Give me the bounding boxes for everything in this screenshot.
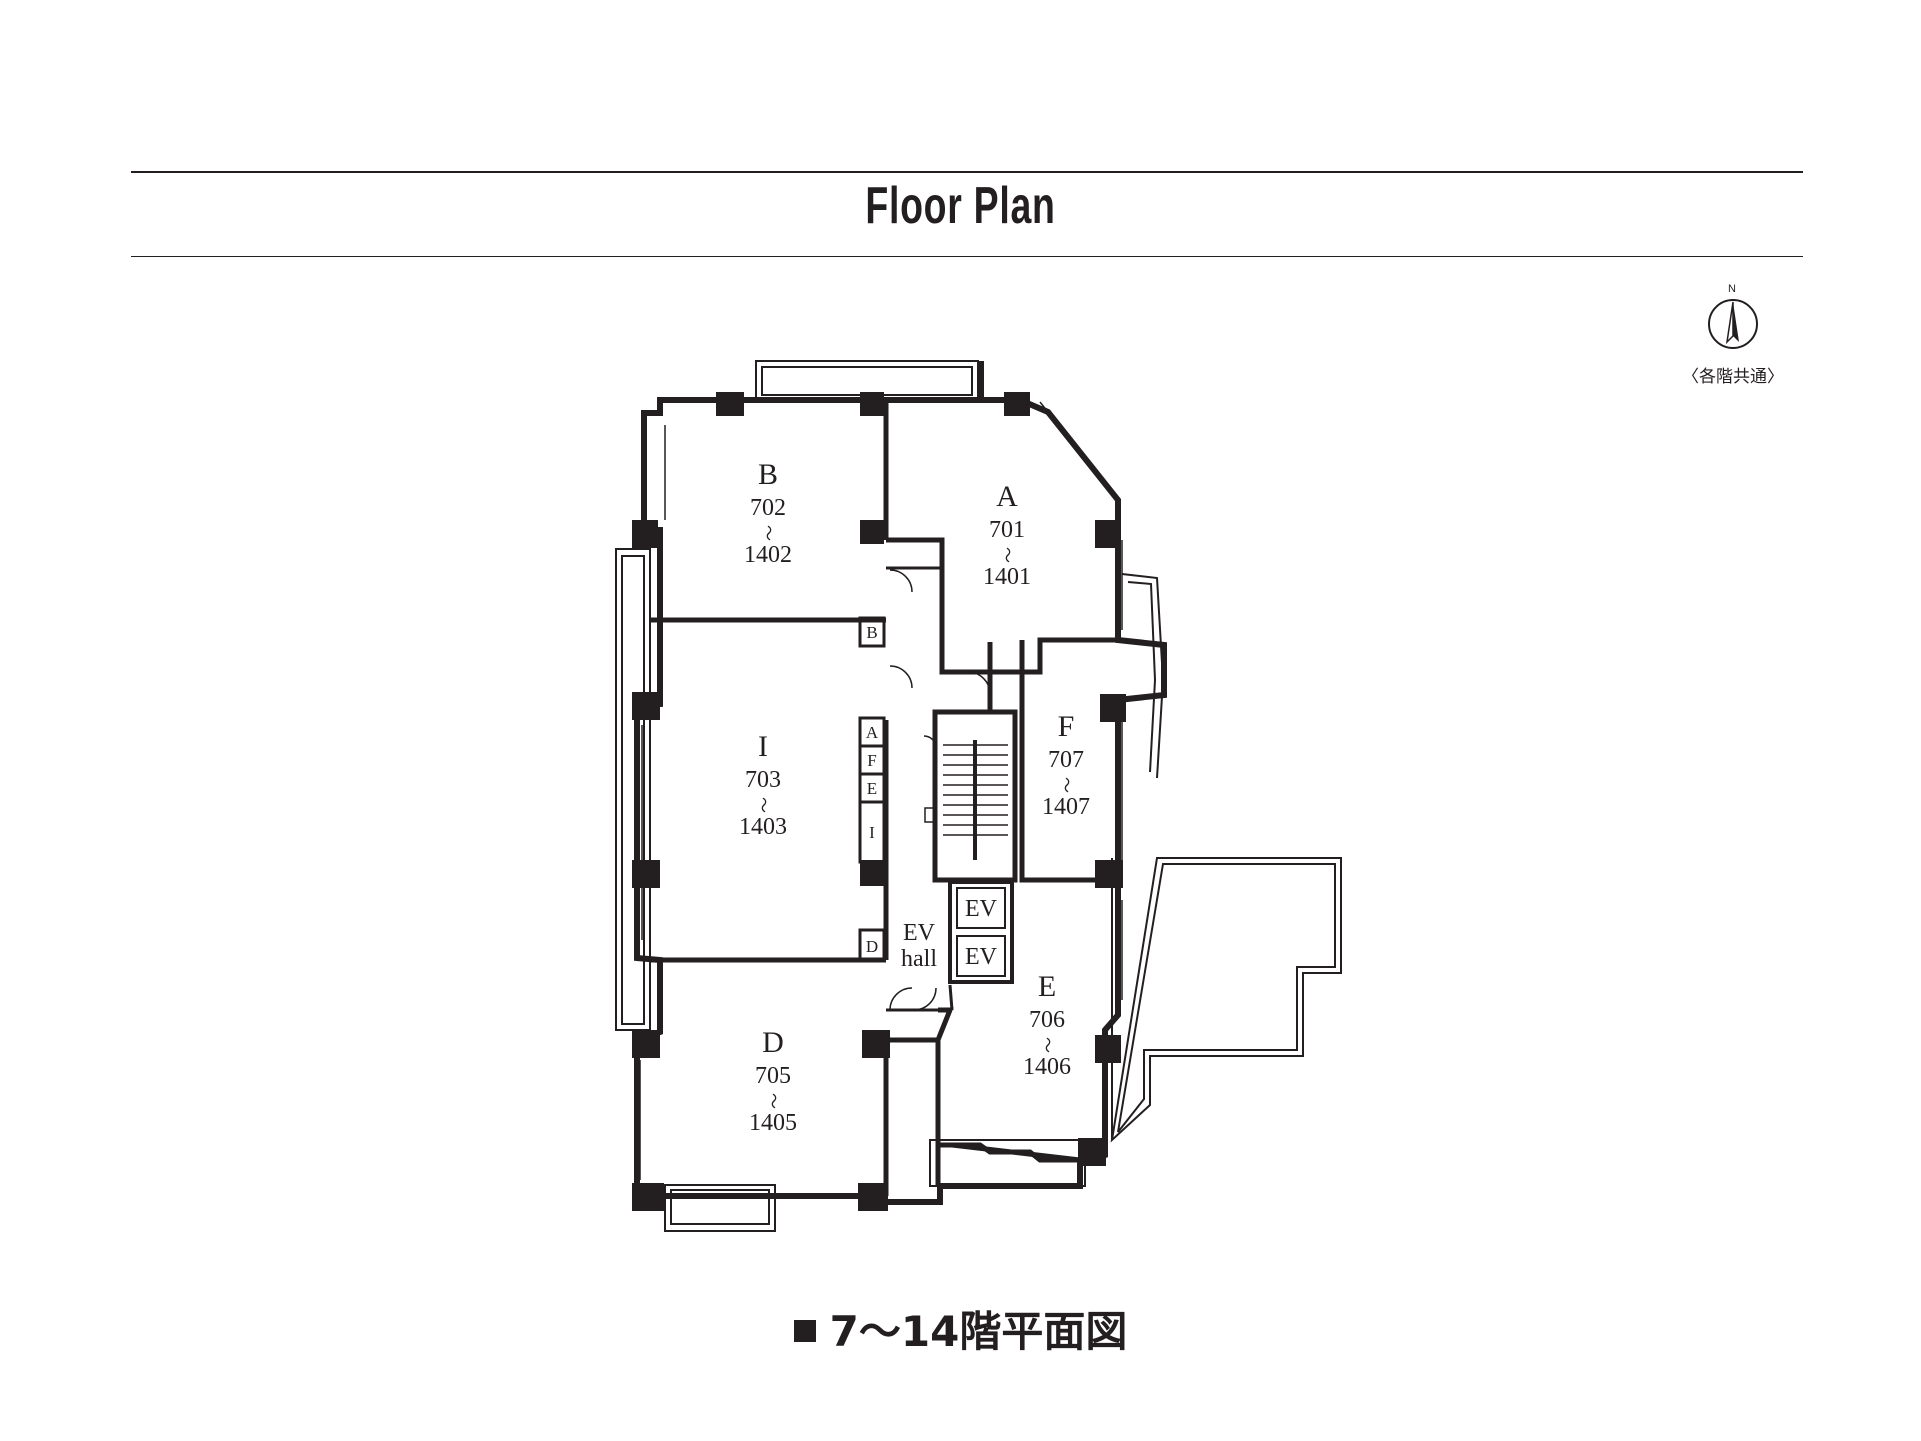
unit-f: F 707 〜 1407	[1042, 710, 1090, 820]
svg-text:〜: 〜	[1038, 1037, 1055, 1053]
svg-text:D: D	[762, 1026, 784, 1059]
compass-label: 〈各階共通〉	[1682, 367, 1784, 387]
shaft-label-f: F	[867, 751, 876, 770]
svg-text:A: A	[996, 480, 1018, 513]
floor-caption-text: 7〜14階平面図	[829, 1307, 1128, 1356]
svg-text:〜: 〜	[1057, 777, 1074, 793]
svg-text:707: 707	[1048, 747, 1084, 773]
shaft-label-d: D	[866, 937, 878, 956]
stair-treads	[924, 740, 1008, 860]
svg-text:702: 702	[750, 495, 786, 521]
balcony-right-upper	[1121, 573, 1165, 779]
svg-text:I: I	[758, 730, 768, 763]
svg-text:B: B	[758, 458, 778, 491]
bullet-square-icon	[793, 1320, 816, 1342]
unit-b: B 702 〜 1402	[744, 458, 792, 568]
svg-text:1405: 1405	[749, 1110, 797, 1136]
windows	[639, 401, 1123, 1180]
unit-a: A 701 〜 1401	[983, 480, 1031, 590]
page-title: Floor Plan	[865, 177, 1056, 235]
svg-text:1407: 1407	[1042, 794, 1090, 820]
svg-text:〜: 〜	[764, 1093, 781, 1109]
ev-hall-label-line2: hall	[901, 946, 937, 972]
svg-text:703: 703	[745, 767, 781, 793]
elevator-label-2: EV	[965, 944, 998, 970]
pipe-shafts	[858, 616, 886, 962]
shaft-label-e: E	[867, 779, 877, 798]
shaft-label-a: A	[866, 723, 879, 742]
title-underline	[131, 256, 1803, 257]
elevator-block	[948, 880, 1014, 984]
svg-text:1406: 1406	[1023, 1054, 1071, 1080]
svg-text:〜: 〜	[998, 547, 1015, 563]
svg-text:F: F	[1058, 710, 1075, 743]
top-rule	[131, 171, 1803, 173]
svg-text:706: 706	[1029, 1007, 1065, 1033]
compass-icon	[1708, 299, 1758, 349]
svg-text:E: E	[1038, 970, 1056, 1003]
floor-caption: 7〜14階平面図	[0, 1298, 1921, 1359]
svg-text:〜: 〜	[759, 525, 776, 541]
interior-walls	[650, 400, 1118, 1196]
corridor	[886, 566, 954, 1012]
unit-d: D 705 〜 1405	[749, 1026, 797, 1136]
elevator-label-1: EV	[965, 896, 998, 922]
svg-text:〜: 〜	[754, 797, 771, 813]
ev-hall-label-line1: EV	[903, 920, 936, 946]
unit-e: E 706 〜 1406	[1023, 970, 1071, 1080]
svg-text:1402: 1402	[744, 542, 792, 568]
svg-text:705: 705	[755, 1063, 791, 1089]
columns	[632, 392, 1126, 1211]
shaft-label-i: I	[869, 823, 875, 842]
svg-text:701: 701	[989, 517, 1025, 543]
svg-text:1403: 1403	[739, 814, 787, 840]
shaft-label-b: B	[866, 623, 877, 642]
compass-north-letter: N	[1728, 283, 1736, 295]
terrace-right	[1110, 857, 1342, 1143]
doors	[889, 569, 991, 1011]
svg-text:1401: 1401	[983, 564, 1031, 590]
unit-i: I 703 〜 1403	[739, 730, 787, 840]
